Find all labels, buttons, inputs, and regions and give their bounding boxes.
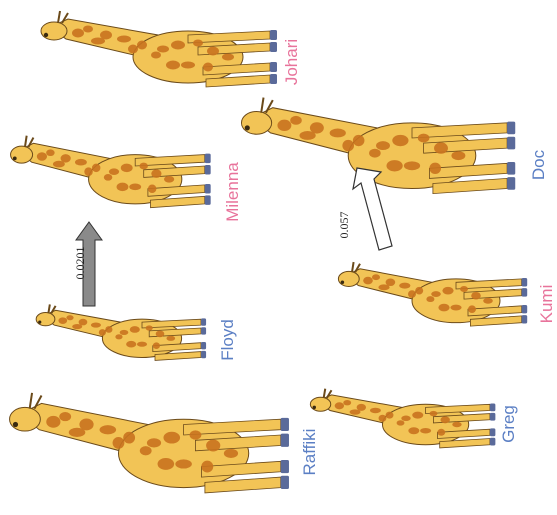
giraffe-kumi-figure bbox=[336, 257, 536, 337]
name-raffiki: Raffiki bbox=[300, 420, 320, 484]
giraffe-johari-figure bbox=[38, 5, 288, 100]
weight-doc: 0.057 bbox=[337, 207, 351, 243]
arrow-doc bbox=[343, 160, 397, 260]
giraffe-floyd-figure bbox=[34, 300, 214, 370]
giraffe-greg-figure bbox=[308, 384, 504, 458]
weight-floyd-to-milenna: 0.0201 bbox=[73, 241, 87, 285]
name-kumi: Kumi bbox=[537, 282, 557, 326]
name-milenna: Milenna bbox=[223, 157, 243, 227]
name-greg: Greg bbox=[499, 402, 519, 446]
name-doc: Doc bbox=[529, 145, 549, 185]
giraffe-raffiki-figure bbox=[6, 385, 302, 510]
name-johari: Johari bbox=[282, 34, 302, 90]
name-floyd: Floyd bbox=[218, 315, 238, 365]
giraffe-milenna-figure bbox=[8, 130, 220, 220]
